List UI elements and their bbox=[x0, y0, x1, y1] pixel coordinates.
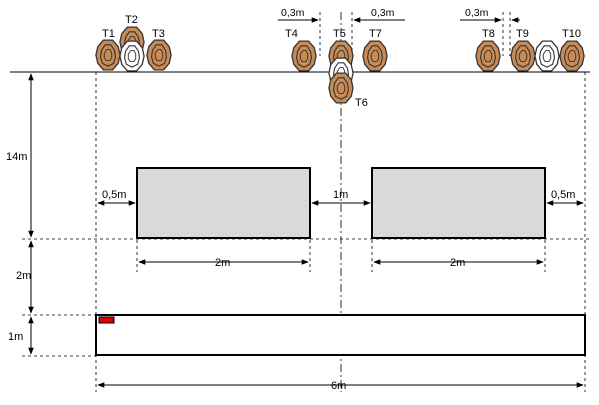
red-marker bbox=[98, 316, 115, 324]
label-block-left: 2m bbox=[215, 257, 230, 269]
label-gap-t4-t5: 0,3m bbox=[281, 7, 305, 19]
label-t2: T2 bbox=[125, 14, 138, 26]
target-t4 bbox=[291, 40, 317, 72]
label-t5: T5 bbox=[333, 28, 346, 40]
target-t1 bbox=[95, 39, 121, 71]
label-t1: T1 bbox=[102, 28, 115, 40]
label-gap-t5-t7: 0,3m bbox=[371, 7, 395, 19]
target-t9 bbox=[510, 40, 536, 72]
label-height-main: 14m bbox=[6, 151, 27, 163]
label-height-strip: 1m bbox=[8, 331, 23, 343]
label-margin-left: 0,5m bbox=[102, 189, 126, 201]
label-t10: T10 bbox=[562, 28, 581, 40]
bottom-strip bbox=[95, 314, 586, 356]
label-gap-t8-t9: 0,3m bbox=[465, 7, 489, 19]
label-t7: T7 bbox=[369, 28, 382, 40]
block-right bbox=[371, 167, 546, 239]
label-total-width: 6m bbox=[331, 380, 346, 392]
target-t8 bbox=[475, 40, 501, 72]
target-t7 bbox=[362, 40, 388, 72]
block-left bbox=[136, 167, 311, 239]
target-t9b bbox=[534, 40, 560, 72]
label-block-right: 2m bbox=[450, 257, 465, 269]
label-height-gap: 2m bbox=[16, 270, 31, 282]
target-t6 bbox=[328, 72, 354, 104]
target-t2 bbox=[119, 40, 145, 72]
label-margin-right: 0,5m bbox=[551, 189, 575, 201]
target-t3 bbox=[146, 39, 172, 71]
target-t10 bbox=[559, 40, 585, 72]
label-t4: T4 bbox=[285, 28, 298, 40]
label-t3: T3 bbox=[152, 28, 165, 40]
label-t6: T6 bbox=[355, 97, 368, 109]
label-t8: T8 bbox=[482, 28, 495, 40]
label-center-gap: 1m bbox=[333, 189, 348, 201]
label-t9: T9 bbox=[516, 28, 529, 40]
